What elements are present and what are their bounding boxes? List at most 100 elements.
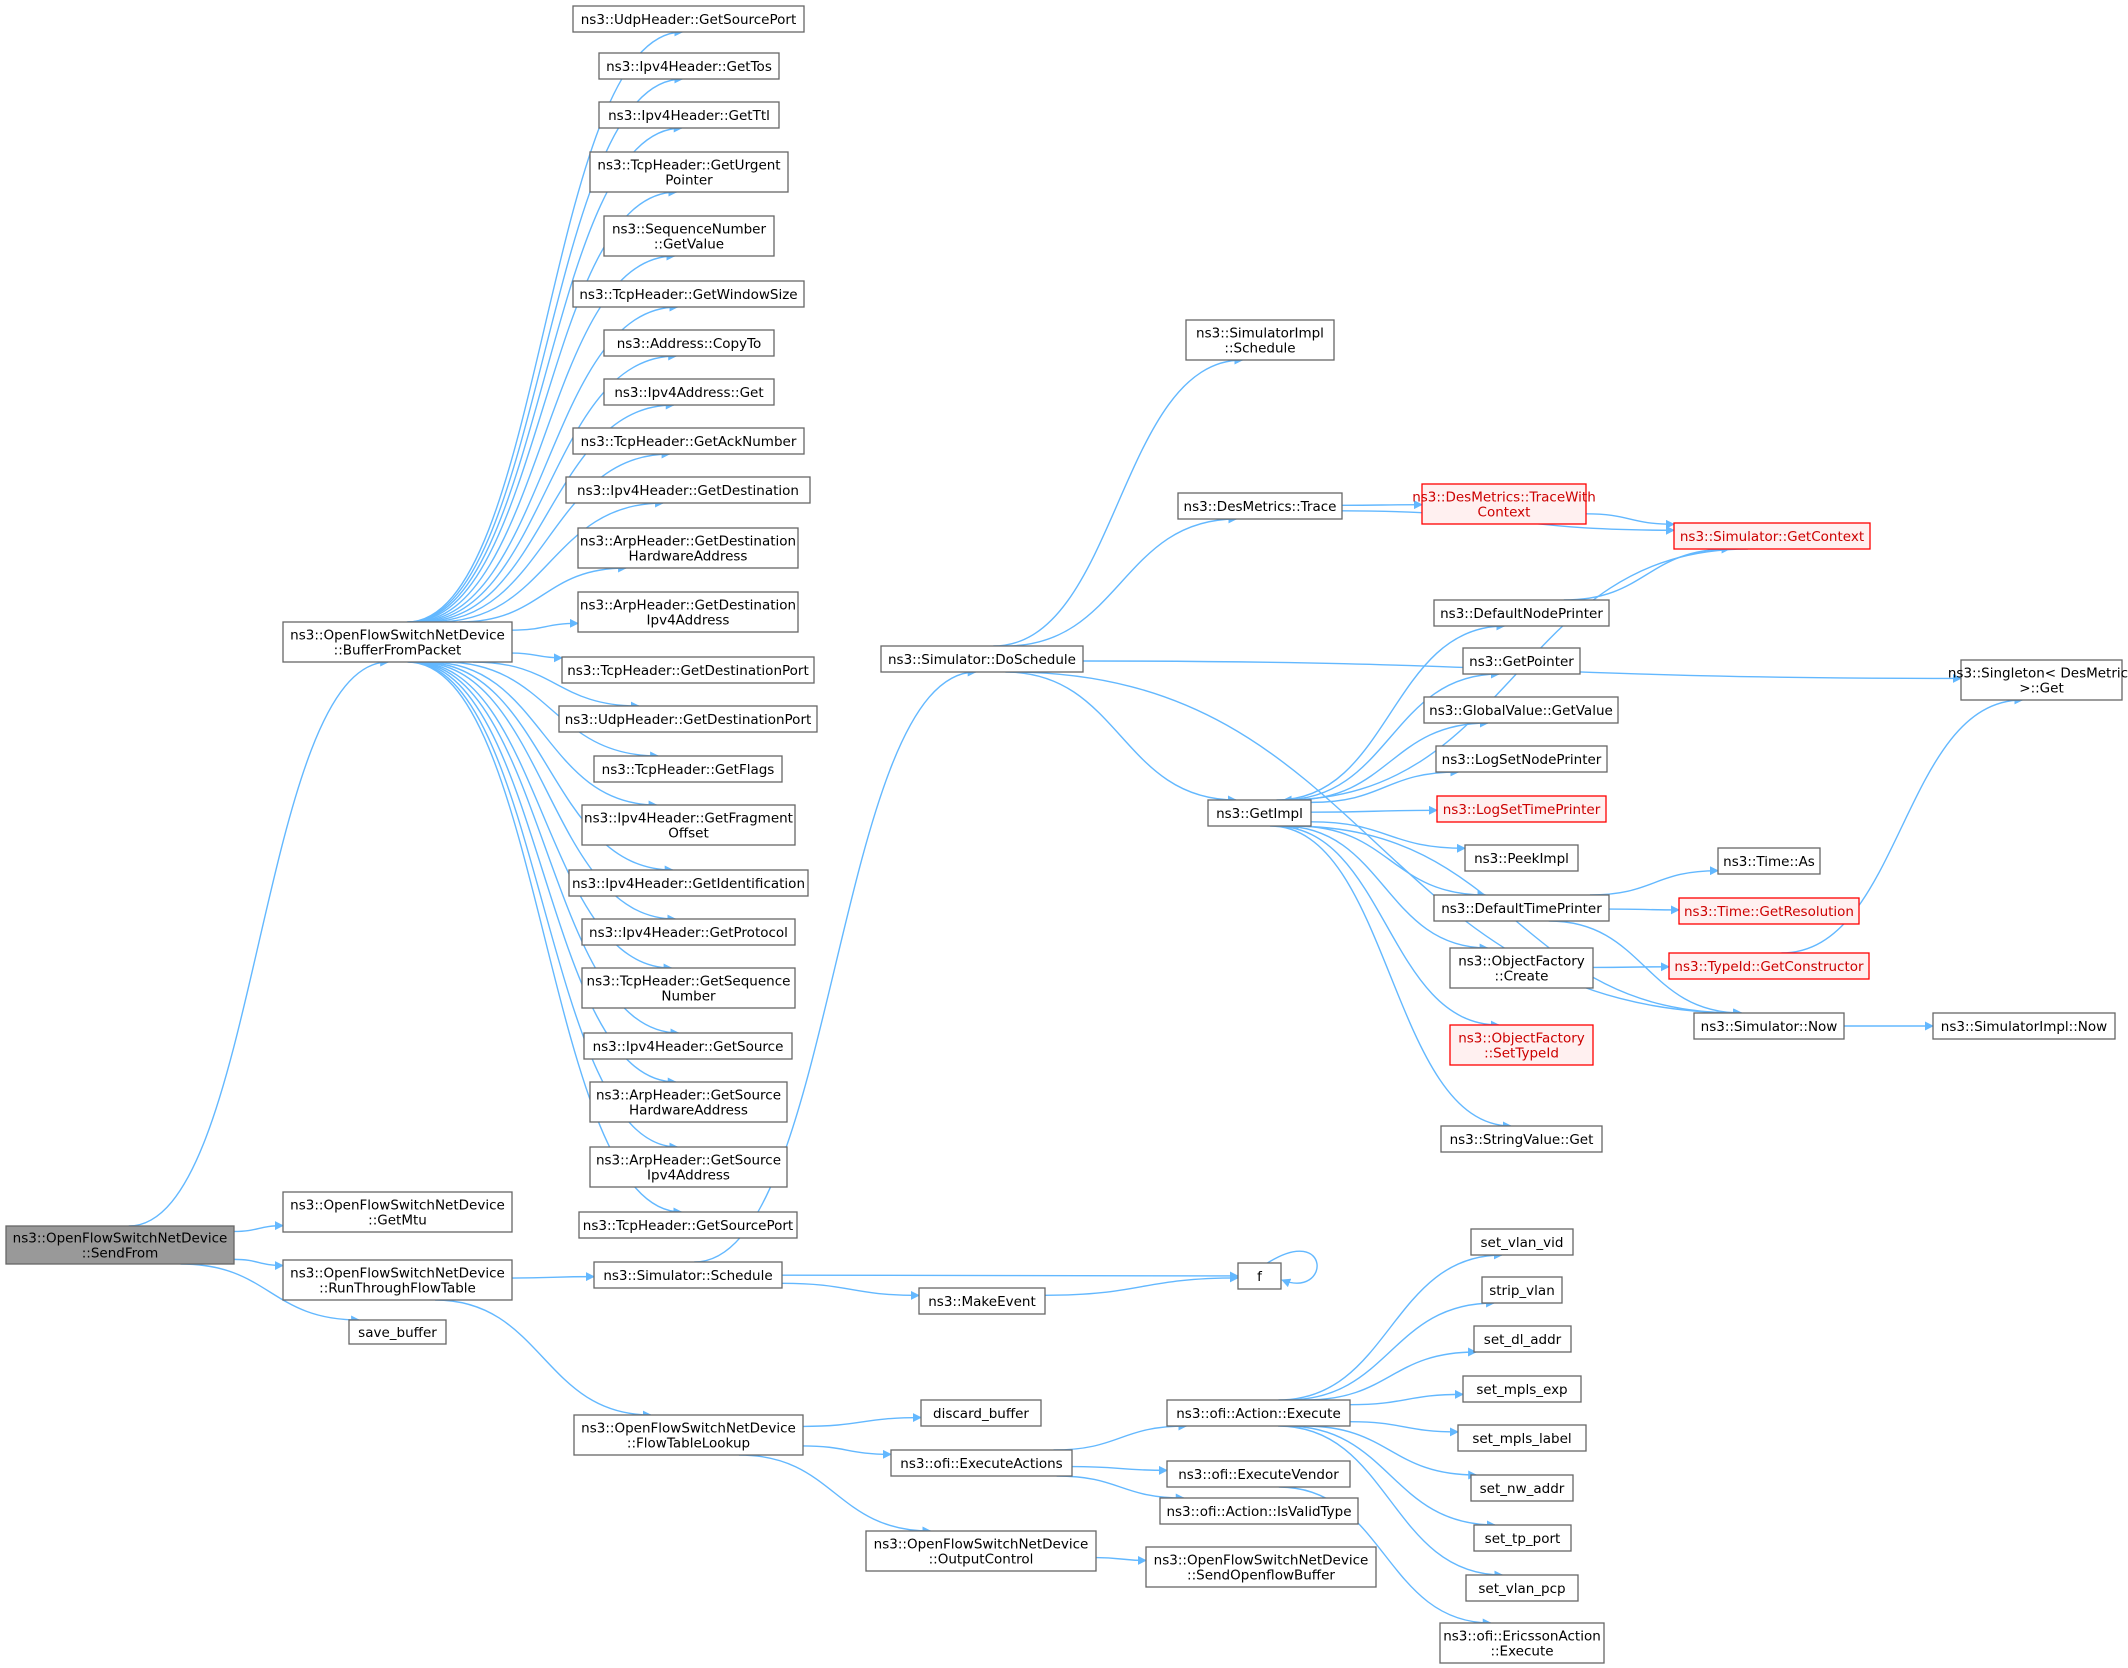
node-ipv4_getdestination[interactable]: ns3::Ipv4Header::GetDestination [565,476,811,504]
node-action_execute[interactable]: ns3::ofi::Action::Execute [1166,1399,1351,1427]
node-tcp_getwindowsize[interactable]: ns3::TcpHeader::GetWindowSize [572,280,805,308]
node-getimpl[interactable]: ns3::GetImpl [1207,799,1312,827]
node-label: ns3::ArpHeader::GetSource [596,1153,781,1169]
node-ipv4_getprotocol[interactable]: ns3::Ipv4Header::GetProtocol [581,918,796,946]
node-label: f [1257,1269,1263,1285]
edge-action_execute-to-set_tp_port [1285,1425,1496,1530]
node-objectfactory_create[interactable]: ns3::ObjectFactory::Create [1449,947,1594,989]
node-getmtu[interactable]: ns3::OpenFlowSwitchNetDevice::GetMtu [282,1191,513,1233]
node-time_as[interactable]: ns3::Time::As [1717,847,1821,875]
edge-defaulttimeprinter-to-time_getresolution [1608,905,1680,915]
node-ipv4_getsource[interactable]: ns3::Ipv4Header::GetSource [583,1032,793,1060]
node-defaultnodeprinter[interactable]: ns3::DefaultNodePrinter [1433,599,1610,627]
edge-defaultnodeprinter-to-sim_getcontext [1563,544,1731,601]
node-ipv4address_get[interactable]: ns3::Ipv4Address::Get [603,378,775,406]
edge-makeevent-to-f [1044,1273,1239,1297]
node-udp_getdestport[interactable]: ns3::UdpHeader::GetDestinationPort [558,705,818,733]
node-box [1439,1622,1605,1664]
node-tcp_getdestport[interactable]: ns3::TcpHeader::GetDestinationPort [561,656,815,684]
node-time_getresolution[interactable]: ns3::Time::GetResolution [1678,897,1860,925]
node-set_vlan_vid[interactable]: set_vlan_vid [1470,1228,1574,1256]
node-set_vlan_pcp[interactable]: set_vlan_pcp [1465,1574,1579,1602]
edge-sim_doschedule-to-desmetrics_trace [1005,514,1238,647]
node-ipv4_getidentification[interactable]: ns3::Ipv4Header::GetIdentification [568,869,809,897]
node-box [589,1146,788,1188]
node-tcp_getacknumber[interactable]: ns3::TcpHeader::GetAckNumber [572,427,805,455]
node-box [5,1225,235,1265]
node-sim_getcontext[interactable]: ns3::Simulator::GetContext [1673,522,1871,550]
node-label: save_buffer [358,1325,437,1341]
node-set_tp_port[interactable]: set_tp_port [1473,1524,1572,1552]
node-runthroughflowtable[interactable]: ns3::OpenFlowSwitchNetDevice::RunThrough… [282,1259,513,1301]
node-sim_now[interactable]: ns3::Simulator::Now [1693,1012,1845,1040]
node-sim_doschedule[interactable]: ns3::Simulator::DoSchedule [880,645,1084,673]
node-logsetnodeprinter[interactable]: ns3::LogSetNodePrinter [1435,745,1608,773]
node-logsettimeprinter[interactable]: ns3::LogSetTimePrinter [1436,795,1607,823]
node-tcp_getflags[interactable]: ns3::TcpHeader::GetFlags [593,755,783,783]
node-simimpl_now[interactable]: ns3::SimulatorImpl::Now [1932,1012,2116,1040]
node-outputcontrol[interactable]: ns3::OpenFlowSwitchNetDevice::OutputCont… [865,1530,1097,1572]
edge-sim_schedule-to-f [781,1271,1239,1281]
node-singleton_get[interactable]: ns3::Singleton< DesMetrics>::Get [1948,659,2128,701]
node-stringvalue_get[interactable]: ns3::StringValue::Get [1440,1125,1603,1153]
node-makeevent[interactable]: ns3::MakeEvent [918,1287,1046,1315]
node-sendfrom[interactable]: ns3::OpenFlowSwitchNetDevice::SendFrom [5,1225,235,1265]
node-executeactions[interactable]: ns3::ofi::ExecuteActions [890,1449,1073,1477]
node-strip_vlan[interactable]: strip_vlan [1481,1276,1563,1304]
node-bufferfrompacket[interactable]: ns3::OpenFlowSwitchNetDevice::BufferFrom… [282,621,513,663]
edge-bufferfrompacket-to-ipv4_getdestination [435,498,665,623]
edge-getimpl-to-objectfactory_settypeid [1274,825,1500,1030]
node-set_nw_addr[interactable]: set_nw_addr [1470,1474,1574,1502]
edge-sendfrom-to-save_buffer [180,1263,361,1325]
node-label: ns3::DefaultNodePrinter [1440,606,1603,622]
node-address_copyto[interactable]: ns3::Address::CopyTo [603,329,775,357]
node-ipv4_gettos[interactable]: ns3::Ipv4Header::GetTos [598,52,780,80]
node-globalvalue_getvalue[interactable]: ns3::GlobalValue::GetValue [1423,696,1619,724]
node-udp_getsourceport[interactable]: ns3::UdpHeader::GetSourcePort [572,5,805,33]
node-tcp_getsourceport[interactable]: ns3::TcpHeader::GetSourcePort [578,1211,798,1239]
node-peekimpl[interactable]: ns3::PeekImpl [1464,844,1579,872]
node-box [1465,1574,1579,1602]
node-box [581,967,796,1009]
node-box [1423,696,1619,724]
node-set_mpls_exp[interactable]: set_mpls_exp [1462,1375,1582,1403]
node-discard_buffer[interactable]: discard_buffer [920,1399,1042,1427]
node-defaulttimeprinter[interactable]: ns3::DefaultTimePrinter [1433,894,1610,922]
node-executevendor[interactable]: ns3::ofi::ExecuteVendor [1166,1460,1351,1488]
node-action_isvalidtype[interactable]: ns3::ofi::Action::IsValidType [1159,1497,1359,1525]
node-ericssonaction_execute[interactable]: ns3::ofi::EricssonAction::Execute [1439,1622,1605,1664]
node-arp_getdestipv4[interactable]: ns3::ArpHeader::GetDestinationIpv4Addres… [577,591,799,633]
edge-action_execute-to-set_vlan_pcp [1278,1425,1504,1580]
node-sendopenflowbuffer[interactable]: ns3::OpenFlowSwitchNetDevice::SendOpenfl… [1145,1546,1377,1588]
node-desmetrics_trace[interactable]: ns3::DesMetrics::Trace [1177,492,1343,520]
node-box [561,656,815,684]
node-arp_getdesthw[interactable]: ns3::ArpHeader::GetDestinationHardwareAd… [577,527,799,569]
edge-executeactions-to-action_isvalidtype [1056,1475,1185,1503]
node-label: ns3::SimulatorImpl::Now [1941,1019,2107,1035]
node-label: ns3::Time::As [1723,854,1815,870]
node-f[interactable]: f [1237,1262,1282,1290]
node-label: ns3::OpenFlowSwitchNetDevice [290,628,505,644]
node-label: ns3::OpenFlowSwitchNetDevice [290,1266,505,1282]
node-typeid_getconstructor[interactable]: ns3::TypeId::GetConstructor [1668,952,1870,980]
node-set_dl_addr[interactable]: set_dl_addr [1473,1325,1572,1353]
node-flowtablelookup[interactable]: ns3::OpenFlowSwitchNetDevice::FlowTableL… [573,1414,804,1456]
node-getpointer[interactable]: ns3::GetPointer [1462,647,1581,675]
node-box [1177,492,1343,520]
node-save_buffer[interactable]: save_buffer [348,1319,447,1345]
node-set_mpls_label[interactable]: set_mpls_label [1457,1424,1587,1452]
node-label: HardwareAddress [629,1103,748,1119]
node-objectfactory_settypeid[interactable]: ns3::ObjectFactory::SetTypeId [1449,1024,1594,1066]
node-simimpl_schedule[interactable]: ns3::SimulatorImpl::Schedule [1185,319,1335,361]
node-sim_schedule[interactable]: ns3::Simulator::Schedule [593,1261,783,1289]
edge-bufferfrompacket-to-arp_getdesthw [459,563,628,623]
node-ipv4_getttl[interactable]: ns3::Ipv4Header::GetTtl [598,101,780,129]
node-seq_getvalue[interactable]: ns3::SequenceNumber::GetValue [603,215,775,257]
node-box [1145,1546,1377,1588]
